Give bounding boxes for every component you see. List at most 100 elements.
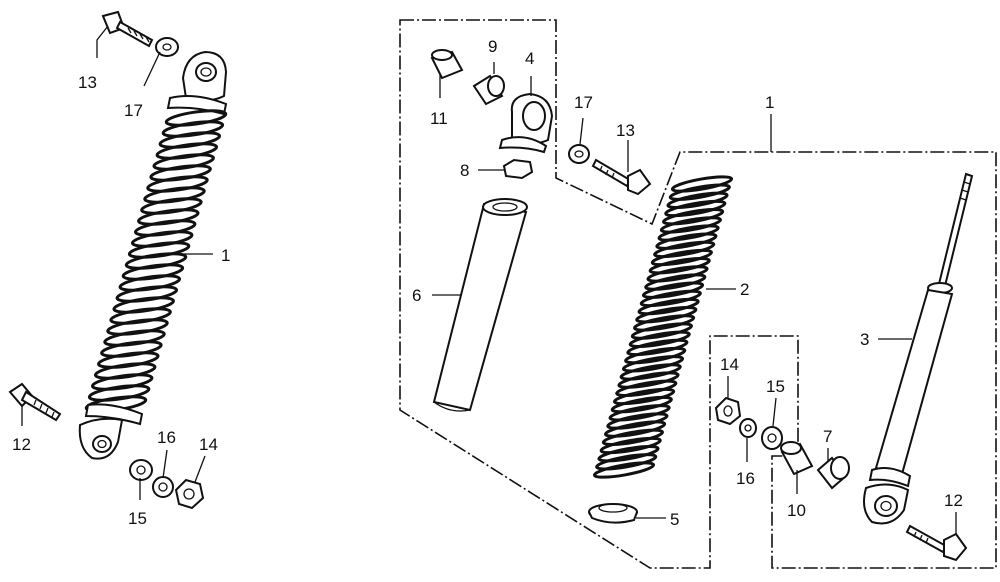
right-nut-14 bbox=[714, 396, 742, 426]
left-washer-15 bbox=[129, 459, 153, 481]
spring-coil bbox=[628, 330, 691, 348]
left-nut-14 bbox=[174, 478, 205, 510]
spring-coil bbox=[146, 175, 209, 193]
callout-16-right: 16 bbox=[736, 469, 755, 488]
spring-coil bbox=[103, 329, 166, 347]
spring-coil bbox=[158, 131, 222, 149]
spring-coil bbox=[608, 404, 671, 422]
spring-coil bbox=[164, 109, 228, 127]
spring-coil bbox=[659, 216, 722, 234]
right-washer-17 bbox=[568, 144, 590, 164]
left-washer-17 bbox=[155, 37, 179, 57]
callout-8: 8 bbox=[460, 161, 469, 180]
callout-6: 6 bbox=[412, 286, 421, 305]
spring-coil bbox=[112, 296, 175, 314]
spring-coil bbox=[641, 281, 705, 299]
spring-coil bbox=[617, 371, 680, 389]
callout-13-right: 13 bbox=[616, 121, 635, 140]
spring-coil bbox=[668, 183, 731, 201]
spring-coil bbox=[121, 263, 185, 281]
spring-coil bbox=[650, 248, 713, 267]
spring-coil bbox=[599, 436, 662, 455]
left-bolt-12 bbox=[8, 382, 62, 422]
callout-15-right: 15 bbox=[766, 377, 785, 396]
spring-coil bbox=[597, 445, 660, 463]
part-6-dust-cover bbox=[432, 198, 528, 412]
spring-coil bbox=[657, 224, 720, 242]
callout-12-left: 12 bbox=[12, 435, 31, 454]
spring-coil bbox=[90, 373, 154, 391]
spring-coil bbox=[152, 153, 215, 171]
spring-coil bbox=[610, 395, 673, 414]
spring-coil bbox=[118, 274, 182, 292]
callout-4: 4 bbox=[525, 49, 534, 68]
spring-coil bbox=[124, 252, 188, 270]
callout-1-right: 1 bbox=[765, 93, 774, 112]
part-5-spring-seat bbox=[588, 503, 638, 524]
spring-coil bbox=[130, 230, 194, 248]
spring-coil bbox=[666, 191, 729, 209]
spring-coil bbox=[615, 379, 678, 397]
spring-coil bbox=[644, 273, 707, 291]
part-8-nut bbox=[502, 158, 534, 180]
spring-coil bbox=[655, 232, 718, 250]
callout-17-left: 17 bbox=[124, 101, 143, 120]
spring-coil bbox=[621, 355, 685, 373]
lower-mount-eye bbox=[78, 417, 124, 460]
spring-coil bbox=[606, 412, 669, 430]
spring-coil bbox=[592, 461, 656, 479]
spring-coil bbox=[662, 208, 725, 226]
right-washer-16 bbox=[739, 418, 757, 438]
callout-9: 9 bbox=[488, 37, 497, 56]
part-11-collar bbox=[430, 49, 464, 80]
callout-13-left: 13 bbox=[78, 73, 97, 92]
right-bolt-13 bbox=[591, 158, 652, 196]
spring-coil bbox=[595, 453, 658, 471]
left-spring-coils bbox=[84, 109, 228, 413]
callout-1-left: 1 bbox=[221, 246, 230, 265]
spring-coil bbox=[97, 351, 160, 369]
spring-coil bbox=[626, 338, 689, 357]
right-leader-lines bbox=[432, 62, 957, 534]
spring-coil bbox=[624, 346, 687, 365]
spring-coil bbox=[115, 285, 179, 303]
spring-coil bbox=[149, 164, 212, 182]
right-bolt-12 bbox=[905, 524, 968, 562]
callout-14-right: 14 bbox=[720, 355, 739, 374]
part-3-damper bbox=[863, 172, 974, 525]
upper-mount-eye bbox=[181, 50, 228, 102]
spring-coil bbox=[613, 387, 676, 406]
exploded-group-outline bbox=[399, 19, 997, 569]
spring-coil bbox=[633, 314, 696, 332]
spring-coil bbox=[648, 257, 711, 275]
spring-coil bbox=[630, 322, 693, 340]
spring-coil bbox=[161, 120, 225, 138]
callout-11: 11 bbox=[430, 109, 448, 128]
left-bolt-13 bbox=[101, 10, 154, 48]
spring-coil bbox=[109, 307, 172, 325]
callout-7: 7 bbox=[823, 427, 832, 446]
part-7-bushing bbox=[816, 456, 850, 490]
callout-3: 3 bbox=[860, 330, 869, 349]
callout-17-right: 17 bbox=[574, 93, 593, 112]
spring-coil bbox=[106, 318, 169, 336]
part-2-spring bbox=[592, 175, 734, 479]
callout-12-right: 12 bbox=[944, 491, 963, 510]
spring-coil bbox=[619, 363, 682, 381]
callout-16-left: 16 bbox=[157, 428, 176, 447]
callout-14-left: 14 bbox=[199, 435, 218, 454]
spring-coil bbox=[87, 384, 151, 402]
callout-15-left: 15 bbox=[128, 509, 147, 528]
spring-coil bbox=[93, 362, 157, 380]
spring-coil bbox=[601, 428, 664, 446]
part-10-collar bbox=[780, 441, 814, 476]
spring-coil bbox=[635, 306, 698, 324]
spring-coil bbox=[670, 175, 734, 193]
part-9-bushing bbox=[472, 74, 505, 106]
assembled-shock-absorber bbox=[78, 50, 228, 460]
spring-coil bbox=[653, 240, 716, 259]
callout-5: 5 bbox=[670, 510, 679, 529]
spring-coil bbox=[137, 208, 200, 226]
left-leader-lines bbox=[21, 25, 213, 500]
